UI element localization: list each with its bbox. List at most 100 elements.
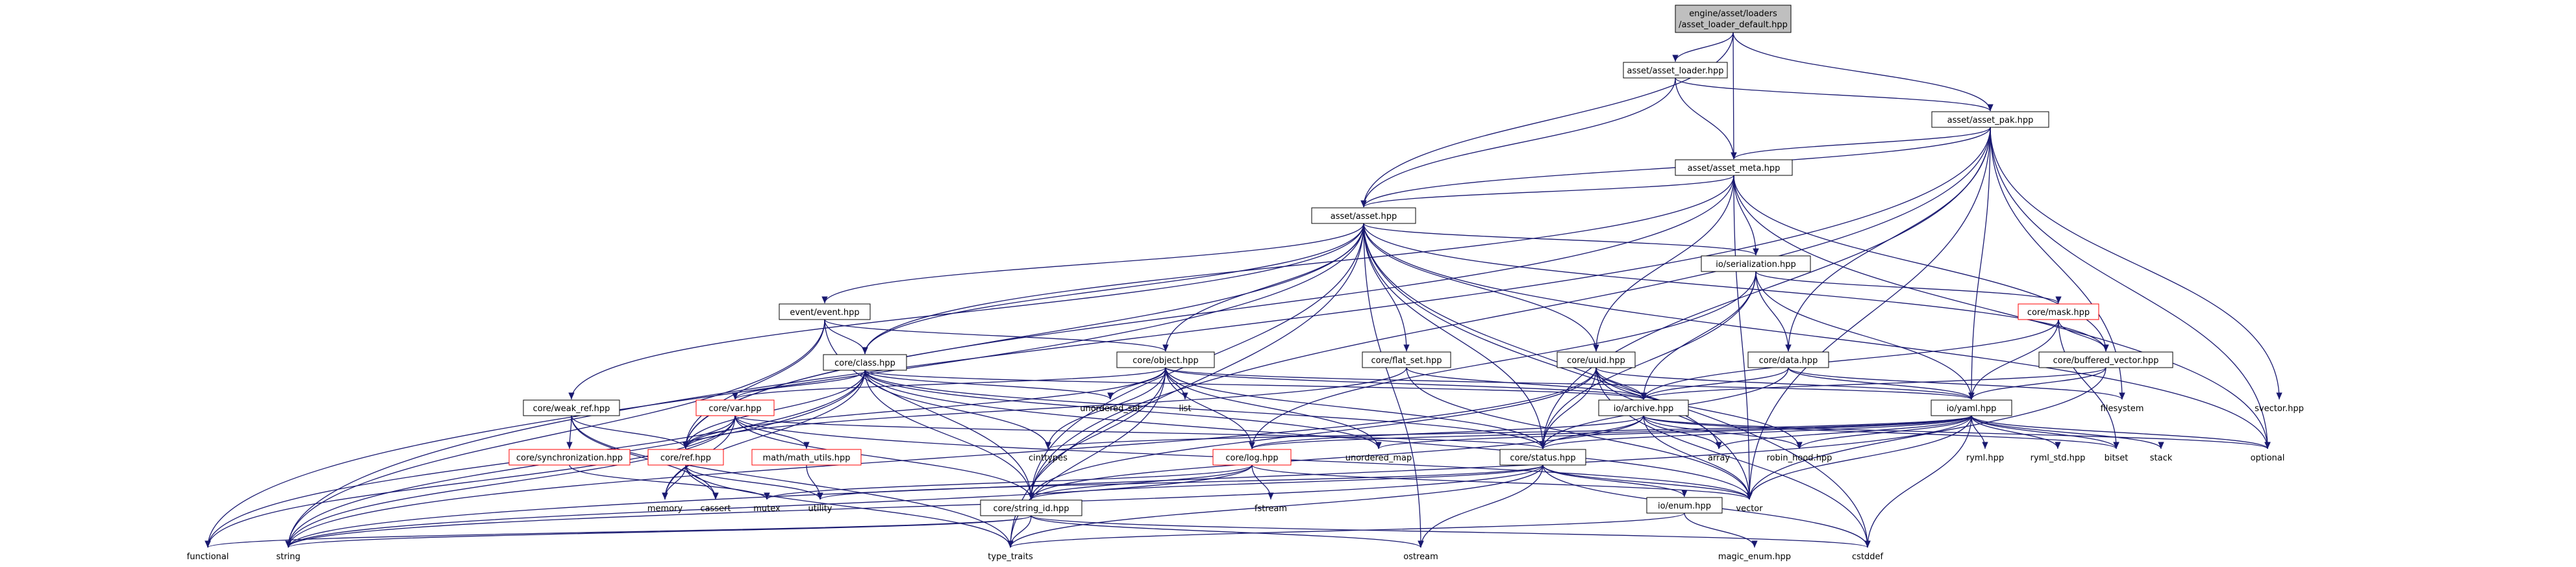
node-core-log[interactable]: core/log.hpp — [1212, 449, 1292, 466]
dependency-edge-core_buffered_vector-to-io_archive — [1640, 367, 2107, 400]
node-functional: functional — [187, 552, 229, 562]
node-box — [1598, 399, 1689, 416]
node-core-sync[interactable]: core/synchronization.hpp — [508, 449, 631, 466]
node-core-var[interactable]: core/var.hpp — [695, 399, 775, 416]
dependency-edge-core_weak_ref-to-core_sync — [566, 415, 573, 449]
node-box — [1931, 399, 2012, 416]
node-core-weak-ref[interactable]: core/weak_ref.hpp — [523, 399, 620, 416]
node-bitset: bitset — [2105, 453, 2129, 463]
dependency-edge-asset-to-core_buffered_vector — [1363, 223, 2109, 352]
node-core-object[interactable]: core/object.hpp — [1116, 351, 1215, 368]
node-label: cassert — [700, 504, 731, 514]
node-core-data[interactable]: core/data.hpp — [1747, 351, 1829, 368]
dependency-edge-asset-to-functional — [205, 223, 1364, 548]
node-io-enum[interactable]: io/enum.hpp — [1646, 497, 1723, 514]
node-box — [1675, 5, 1792, 33]
node-label: vector — [1736, 504, 1763, 514]
dependency-edge-root-to-asset_pak — [1732, 32, 1994, 112]
node-label: asset/asset_loader.hpp — [1627, 66, 1724, 76]
node-box — [980, 499, 1082, 516]
dependency-edge-core_object-to-core_ref — [682, 367, 1166, 449]
node-label: core/uuid.hpp — [1567, 356, 1625, 366]
dependency-edge-core_object-to-io_yaml — [1165, 367, 1975, 400]
node-box — [1557, 351, 1636, 368]
dependency-edge-core_class-to-core_ref — [682, 370, 866, 449]
node-magic-enum: magic_enum.hpp — [1718, 552, 1791, 562]
dependency-edge-io_yaml-to-bitset — [1971, 415, 2120, 449]
node-label: io/enum.hpp — [1658, 501, 1711, 511]
dependency-edge-core_status-to-utility — [817, 464, 1544, 500]
dependency-edge-io_yaml-to-ryml_std — [1971, 415, 2061, 449]
dependency-edge-root-to-asset_meta — [1731, 32, 1737, 160]
node-label: stack — [2150, 453, 2173, 463]
dependency-edge-event-to-core_object — [824, 319, 1169, 352]
node-label: magic_enum.hpp — [1718, 552, 1791, 562]
node-asset-loader[interactable]: asset/asset_loader.hpp — [1623, 62, 1728, 79]
node-core-uuid[interactable]: core/uuid.hpp — [1557, 351, 1636, 368]
dependency-edge-asset_pak-to-svector — [1990, 127, 2282, 400]
node-core-ref[interactable]: core/ref.hpp — [647, 449, 724, 466]
node-core-mask[interactable]: core/mask.hpp — [2018, 303, 2099, 320]
node-io-yaml[interactable]: io/yaml.hpp — [1931, 399, 2012, 416]
node-asset[interactable]: asset/asset.hpp — [1311, 207, 1416, 224]
node-box — [1311, 207, 1416, 224]
node-cstddef: cstddef — [1852, 552, 1884, 562]
dependency-edge-core_string_id-to-functional — [205, 515, 1032, 548]
dependency-edge-core_object-to-cinttypes — [1045, 367, 1166, 449]
dependency-edge-io_yaml-to-string — [285, 415, 1972, 548]
node-root[interactable]: engine/asset/loaders/asset_loader_defaul… — [1675, 5, 1792, 33]
node-io-archive[interactable]: io/archive.hpp — [1598, 399, 1689, 416]
node-ryml: ryml.hpp — [1966, 453, 2004, 463]
dependency-edge-asset_pak-to-asset_meta — [1731, 127, 1991, 160]
dependency-edge-core_status-to-vector — [1542, 464, 1753, 500]
node-box — [1623, 62, 1728, 79]
dependency-edge-core_mask-to-io_archive — [1640, 319, 2059, 400]
dependency-edge-core_uuid-to-string — [285, 367, 1597, 548]
node-io-serialization[interactable]: io/serialization.hpp — [1701, 255, 1811, 272]
node-box — [751, 449, 862, 466]
dependency-edge-event-to-core_ref — [682, 319, 825, 449]
node-fstream: fstream — [1255, 504, 1287, 514]
node-label: utility — [808, 504, 832, 514]
node-asset-meta[interactable]: asset/asset_meta.hpp — [1675, 159, 1793, 176]
edge-layer — [205, 32, 2282, 548]
node-label: core/synchronization.hpp — [516, 453, 623, 463]
dependency-edge-core_object-to-core_string_id — [1028, 367, 1166, 500]
dependency-edge-core_object-to-core_status — [1165, 367, 1546, 449]
node-box — [1931, 111, 2049, 128]
dependency-edge-io_archive-to-bitset — [1643, 415, 2120, 449]
node-string: string — [276, 552, 300, 562]
node-box — [647, 449, 724, 466]
node-label: asset/asset_meta.hpp — [1688, 164, 1781, 173]
dependency-edge-core_status-to-ostream — [1418, 464, 1544, 548]
dependency-edge-core_var-to-core_status — [734, 415, 1546, 449]
node-svector: svector.hpp — [2255, 404, 2304, 414]
node-core-class[interactable]: core/class.hpp — [823, 354, 907, 371]
dependency-edge-core_object-to-core_var — [732, 367, 1166, 400]
node-mutex: mutex — [753, 504, 781, 514]
node-label: memory — [647, 504, 683, 514]
node-label: unordered_set — [1080, 404, 1140, 414]
node-cinttypes: cinttypes — [1029, 453, 1068, 463]
node-label: core/flat_set.hpp — [1371, 356, 1442, 366]
dependency-edge-io_yaml-to-unordered_map — [1375, 415, 1972, 449]
node-core-flat-set[interactable]: core/flat_set.hpp — [1362, 351, 1451, 368]
dependency-edge-asset_pak-to-optional — [1990, 127, 2271, 449]
dependency-edge-io_yaml-to-stack — [1971, 415, 2164, 449]
node-label: core/buffered_vector.hpp — [2053, 356, 2159, 366]
node-asset-pak[interactable]: asset/asset_pak.hpp — [1931, 111, 2049, 128]
dependency-edge-core_class-to-memory — [662, 370, 866, 500]
node-core-string-id[interactable]: core/string_id.hpp — [980, 499, 1082, 516]
node-event[interactable]: event/event.hpp — [779, 303, 871, 320]
node-core-status[interactable]: core/status.hpp — [1499, 449, 1586, 466]
dependency-edge-asset-to-core_status — [1363, 223, 1546, 449]
node-label: core/class.hpp — [834, 359, 895, 368]
dependency-edge-core_ref-to-type_traits — [685, 464, 1014, 548]
node-label: cinttypes — [1029, 453, 1068, 463]
node-label: type_traits — [988, 552, 1033, 562]
node-label: fstream — [1255, 504, 1287, 514]
node-core-buffered-vector[interactable]: core/buffered_vector.hpp — [2038, 351, 2173, 368]
dependency-edge-asset_loader-to-asset — [1360, 77, 1676, 208]
node-math-utils[interactable]: math/math_utils.hpp — [751, 449, 862, 466]
dependency-edge-core_data-to-io_archive — [1640, 367, 1789, 400]
